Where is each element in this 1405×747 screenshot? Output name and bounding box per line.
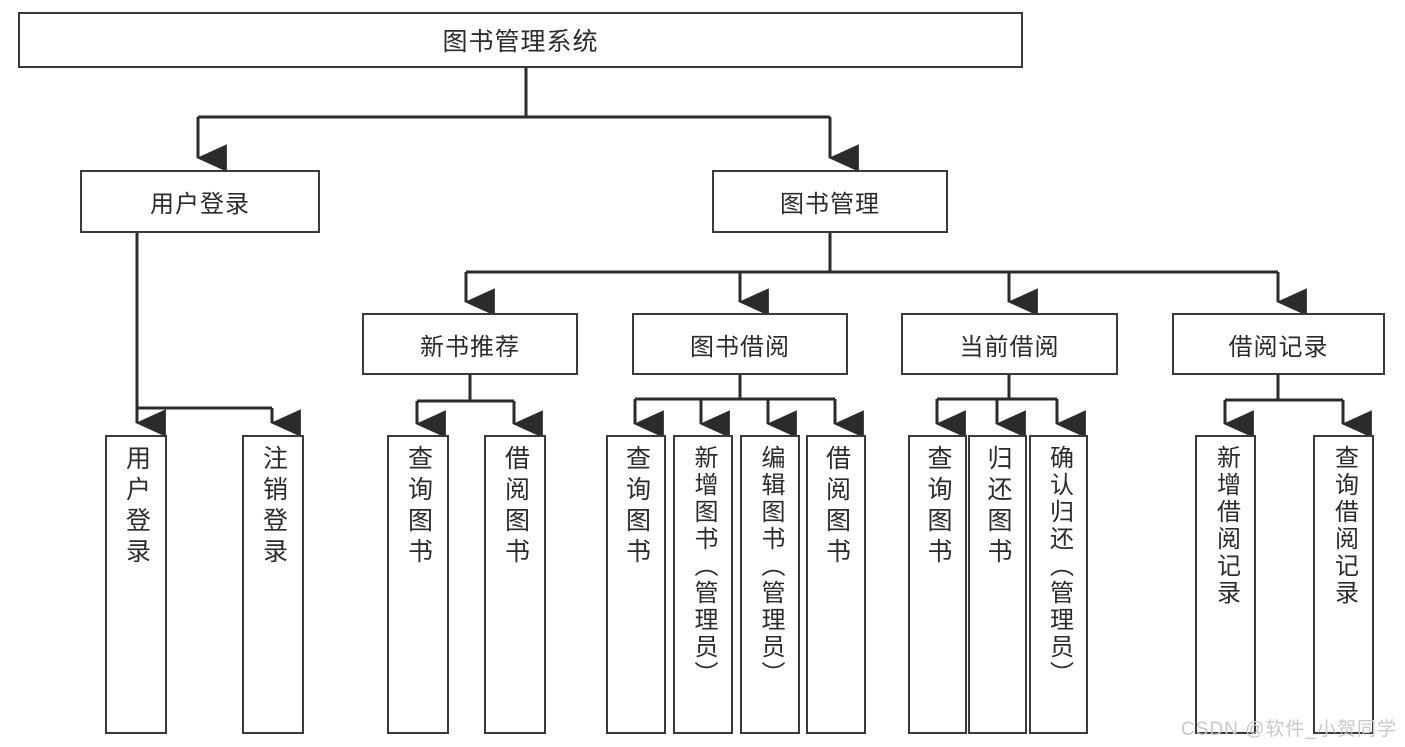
leaf-new-book-borrow-book[interactable]: 借阅图书 [484,435,546,734]
node-label: 新增图书（管理员） [690,445,717,688]
node-label: 编辑图书（管理员） [757,445,784,688]
node-label: 注销登录 [259,445,288,569]
node-label: 借阅图书 [822,445,851,569]
leaf-current-borrow-confirm-return-admin[interactable]: 确认归还（管理员） [1029,435,1088,734]
leaf-book-borrow-add-book-admin[interactable]: 新增图书（管理员） [673,435,733,734]
watermark-text: CSDN @软件_小贺同学 [1181,719,1397,740]
node-label: 查询借阅记录 [1330,445,1358,607]
leaf-new-book-query-book[interactable]: 查询图书 [387,435,449,734]
leaf-book-borrow-query-book[interactable]: 查询图书 [606,435,666,734]
node-borrow-record[interactable]: 借阅记录 [1172,313,1385,375]
node-user-login[interactable]: 用户登录 [80,170,320,233]
node-book-borrow[interactable]: 图书借阅 [632,313,848,375]
leaf-user-login-login[interactable]: 用户登录 [105,435,167,734]
node-label: 当前借阅 [959,333,1060,361]
node-label: 查询图书 [404,445,433,569]
node-label: 新增借阅记录 [1212,445,1240,607]
node-label: 确认归还（管理员） [1045,445,1073,688]
node-root-book-management-system[interactable]: 图书管理系统 [18,12,1023,68]
node-label: 图书管理 [780,191,880,218]
leaf-user-login-logout[interactable]: 注销登录 [242,435,304,734]
leaf-current-borrow-return-book[interactable]: 归还图书 [968,435,1027,734]
node-label: 图书借阅 [690,333,790,361]
node-label: 用户登录 [122,445,151,569]
leaf-book-borrow-borrow-book[interactable]: 借阅图书 [806,435,866,734]
leaf-borrow-record-add-record[interactable]: 新增借阅记录 [1195,435,1256,734]
node-label: 归还图书 [984,445,1012,569]
node-label: 借阅图书 [501,445,530,569]
node-new-book-recommend[interactable]: 新书推荐 [362,313,578,375]
node-book-management[interactable]: 图书管理 [712,170,948,233]
leaf-borrow-record-query-record[interactable]: 查询借阅记录 [1313,435,1374,734]
leaf-current-borrow-query-book[interactable]: 查询图书 [908,435,967,734]
node-label: 用户登录 [150,191,250,218]
leaf-book-borrow-edit-book-admin[interactable]: 编辑图书（管理员） [740,435,800,734]
node-label: 新书推荐 [420,333,520,361]
node-current-borrow[interactable]: 当前借阅 [901,313,1118,375]
node-label: 查询图书 [924,445,952,569]
node-label: 查询图书 [622,445,651,569]
node-label: 图书管理系统 [442,28,599,56]
node-label: 借阅记录 [1228,333,1329,361]
